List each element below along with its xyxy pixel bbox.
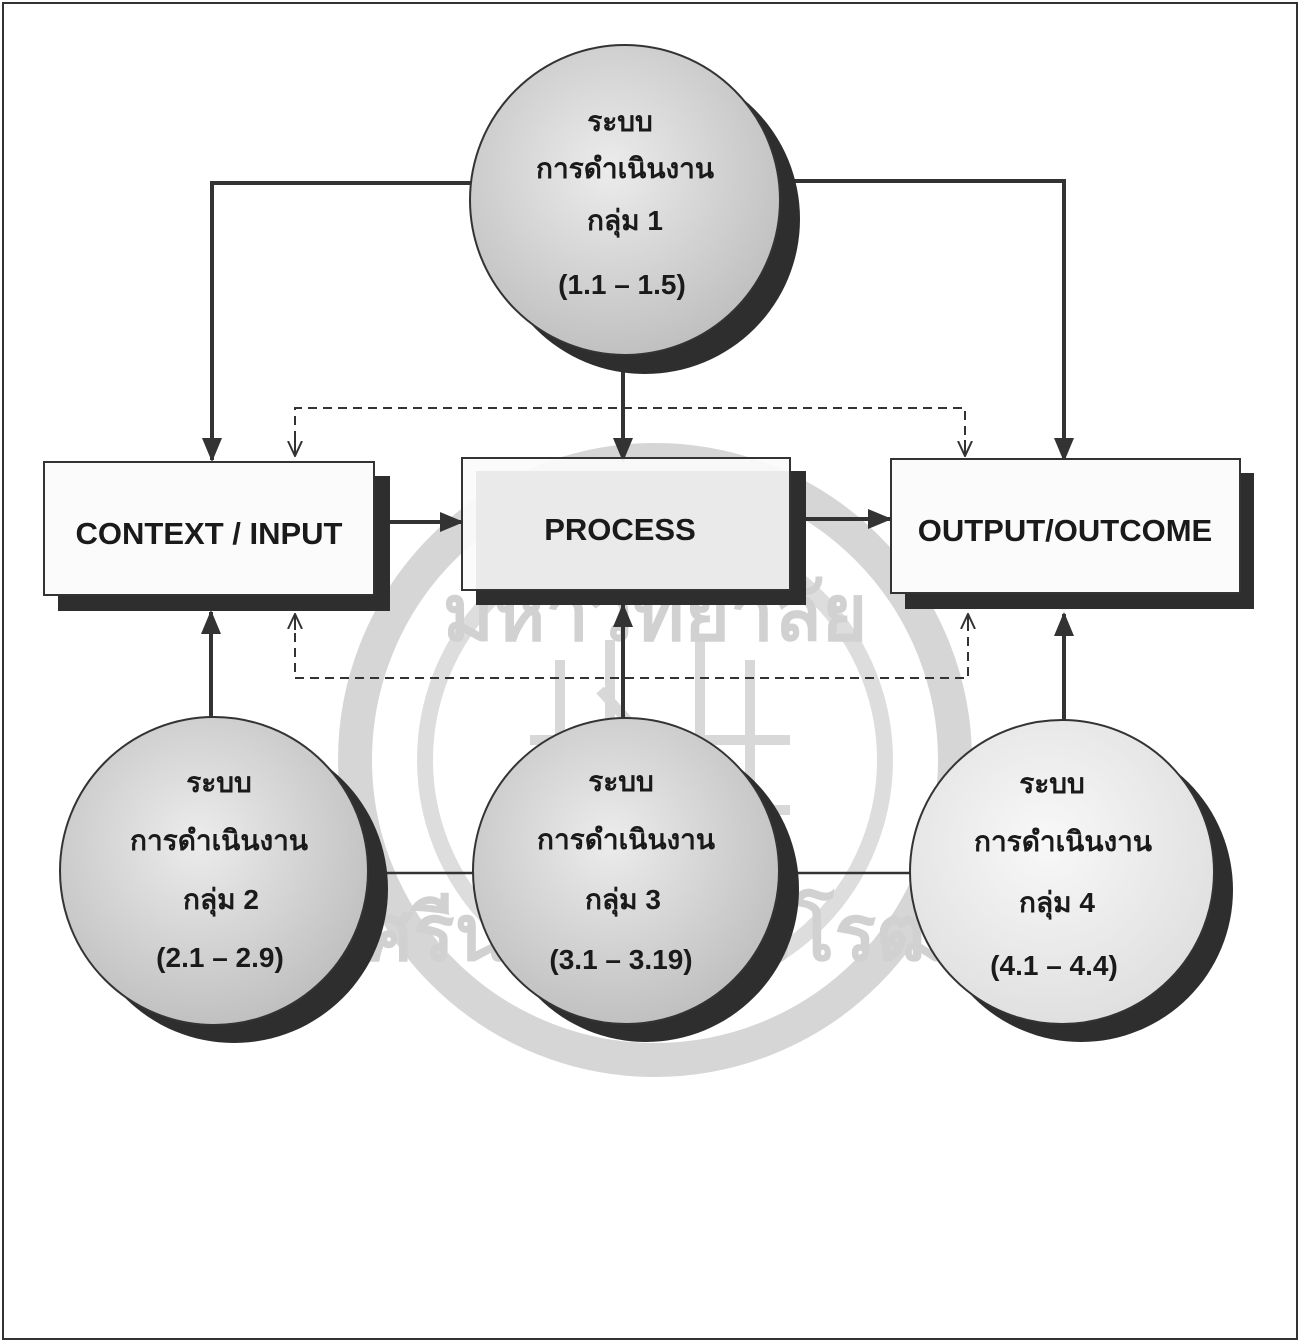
connector-g1-to-output [792,179,1066,438]
group-4-line3: กลุ่ม 4 [1019,887,1095,920]
group-4-circle: ระบบ การดำเนินงาน กลุ่ม 4 (4.1 – 4.4) [909,719,1233,1042]
group-2-line2: การดำเนินงาน [130,825,308,856]
box-output-outcome: OUTPUT/OUTCOME [890,458,1254,609]
group-3-line2: การดำเนินงาน [537,824,715,855]
group-4-disc [909,719,1215,1025]
group-1-line2: การดำเนินงาน [536,153,714,184]
group-2-circle: ระบบ การดำเนินงาน กลุ่ม 2 (2.1 – 2.9) [59,716,388,1043]
group-1-disc [469,44,781,356]
box-output-frame [890,458,1241,594]
group-1-line4: (1.1 – 1.5) [558,269,686,300]
connector-g1-to-context [210,181,478,438]
group-4-line4: (4.1 – 4.4) [990,950,1118,981]
dashed-feedback-bottom [295,615,968,679]
group-2-line1: ระบบ [186,767,252,798]
box-context-input: CONTEXT / INPUT [43,461,390,611]
box-context-frame [43,461,375,596]
group-4-line1: ระบบ [1019,768,1085,799]
box-process-label: PROCESS [544,512,696,547]
group-1-line3: กลุ่ม 1 [587,205,663,238]
box-context-label: CONTEXT / INPUT [76,516,343,551]
group-3-circle: ระบบ การดำเนินงาน กลุ่ม 3 (3.1 – 3.19) [472,717,799,1042]
group-3-line1: ระบบ [588,766,654,797]
box-process-frame [461,457,791,591]
group-4-line2: การดำเนินงาน [974,826,1152,857]
group-1-circle: ระบบ การดำเนินงาน กลุ่ม 1 (1.1 – 1.5) [469,44,800,374]
group-1-line1: ระบบ [587,106,653,137]
group-2-line3: กลุ่ม 2 [183,884,259,917]
box-process: PROCESS [461,457,806,605]
group-3-line3: กลุ่ม 3 [585,884,661,917]
group-2-disc [59,716,369,1026]
dashed-feedback-top [295,407,965,455]
group-3-line4: (3.1 – 3.19) [549,944,692,975]
box-output-label: OUTPUT/OUTCOME [918,513,1213,548]
group-2-line4: (2.1 – 2.9) [156,942,284,973]
group-3-disc [472,717,780,1025]
